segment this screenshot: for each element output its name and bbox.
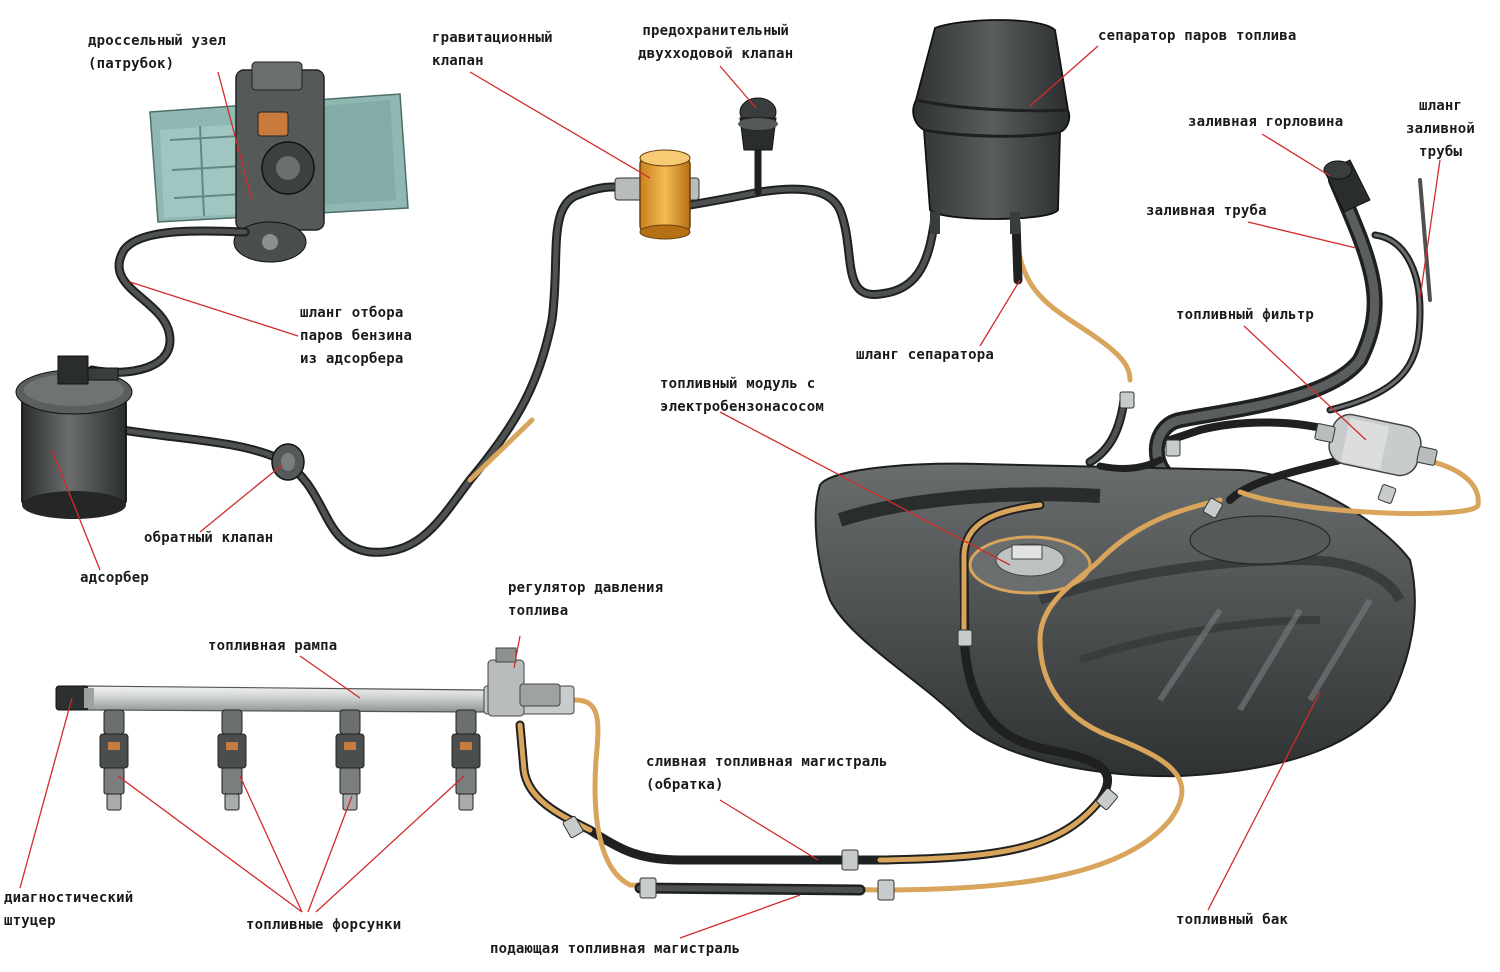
label-fuel-filter: топливный фильтр	[1176, 307, 1315, 323]
label-injectors: топливные форсунки	[246, 917, 402, 933]
filler-pipe	[1148, 172, 1432, 488]
throttle-body	[233, 61, 325, 263]
label-separator: сепаратор паров топлива	[1098, 28, 1297, 44]
fittings	[562, 391, 1397, 901]
safety-two-way-valve	[738, 97, 778, 151]
label-return-line: сливная топливная магистраль(обратка)	[646, 754, 888, 793]
leader-lines	[19, 45, 1441, 939]
check-valve	[271, 443, 305, 481]
injector	[99, 709, 129, 811]
fuel-rail	[55, 647, 575, 717]
gravity-valve	[614, 149, 700, 240]
label-supply-line: подающая топливная магистраль	[490, 941, 741, 957]
label-fuel-tank: топливный бак	[1176, 912, 1289, 928]
injector	[335, 709, 365, 811]
label-check-valve: обратный клапан	[144, 530, 274, 546]
vapor-separator	[912, 19, 1071, 234]
label-fuel-rail: топливная рампа	[208, 638, 338, 654]
injector	[217, 709, 247, 811]
label-filler-pipe: заливная труба	[1146, 203, 1267, 219]
fuel-filter	[1314, 413, 1438, 477]
filler-neck	[1323, 159, 1371, 213]
label-adsorber: адсорбер	[80, 570, 150, 586]
injector	[451, 709, 481, 811]
fuel-injectors	[99, 709, 481, 811]
label-throttle: дроссельный узел(патрубок)	[88, 33, 227, 72]
adsorber-canister	[15, 355, 133, 519]
label-separator-hose: шланг сепаратора	[856, 347, 995, 363]
label-filler-neck: заливная горловина	[1188, 114, 1344, 130]
